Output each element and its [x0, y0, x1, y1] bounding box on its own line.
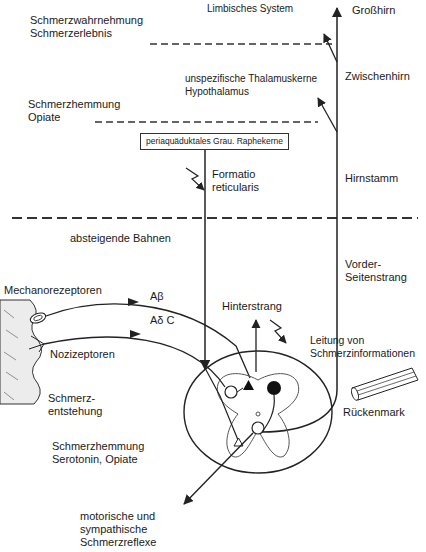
- level-divider: [95, 121, 318, 122]
- descending-pathway: [204, 150, 206, 369]
- neuron-filled: [267, 381, 281, 395]
- text-label: Schmerz-entstehung: [48, 392, 110, 418]
- nerve-bundle-end: [350, 387, 360, 401]
- mechanoreceptor-symbol: [33, 314, 43, 321]
- brainstem-divider: [12, 217, 418, 219]
- ascending-branch: [318, 98, 337, 132]
- a-delta-c-fiber: [44, 337, 225, 387]
- spinal-cord-outline: [184, 351, 332, 473]
- nucleus-box: periaquäduktales Grau. Raphekerne: [140, 133, 289, 150]
- structure-label: Rückenmark: [343, 406, 405, 419]
- dorsal-column-arrow: [255, 320, 256, 372]
- neuron-connection: [237, 388, 243, 392]
- pathway-label: absteigende Bahnen: [70, 232, 180, 245]
- neuron-open: [225, 386, 237, 398]
- descending-continuation: [205, 368, 238, 440]
- fiber-arrow: [128, 298, 139, 306]
- text-label: Hinterstrang: [222, 300, 302, 313]
- central-canal: [256, 412, 260, 416]
- nerve-bundle: [352, 368, 418, 400]
- text-label: Aβ: [150, 290, 180, 303]
- neuron-open: [252, 422, 264, 434]
- text-label: unspezifische Thalamuskerne Hypothalamus: [185, 72, 335, 98]
- ascending-branch: [324, 34, 337, 62]
- text-label: Großhirn: [352, 4, 422, 17]
- text-label: Limbisches System: [190, 2, 310, 15]
- skin-hatching: [4, 310, 18, 400]
- text-label: Formatio reticularis: [212, 168, 282, 194]
- nucleus-label: periaquäduktales Grau. Raphekerne: [146, 136, 283, 147]
- level-divider: [150, 43, 332, 44]
- text-label: Schmerzwahrnehmung Schmerzerlebnis: [30, 14, 155, 40]
- text-label: Vorder-Seitenstrang: [345, 258, 419, 284]
- ascending-pathway: [262, 8, 337, 432]
- text-label: Leitung von Schmerzinformationen: [310, 334, 424, 360]
- text-label: Nozizeptoren: [50, 348, 140, 361]
- spinal-cord-section: Rückenmark: [183, 350, 333, 474]
- text-label: Aδ C: [150, 314, 190, 327]
- nerve-fibers: [354, 372, 416, 396]
- neuron-connection: [262, 395, 274, 432]
- text-label: Schmerzhemmung Opiate: [28, 98, 123, 124]
- gray-matter: [217, 374, 298, 457]
- spinal-cord-outline: [183, 350, 333, 474]
- lightning-symbol: [270, 320, 286, 343]
- fiber-arrow: [130, 330, 141, 338]
- text-label: Hirnstamm: [345, 172, 425, 185]
- mechanoreceptor-symbol: [29, 311, 47, 325]
- lightning-symbol: [186, 168, 204, 190]
- text-label: Schmerzhemmung Serotonin, Opiate: [52, 440, 152, 466]
- synapse-filled: [243, 380, 254, 390]
- text-label: Mechanorezeptoren: [4, 284, 114, 297]
- nociceptor-endings: [29, 336, 44, 352]
- text-label: Zwischenhirn: [345, 70, 425, 83]
- text-label: motorische und sympathische Schmerzrefle…: [80, 510, 170, 549]
